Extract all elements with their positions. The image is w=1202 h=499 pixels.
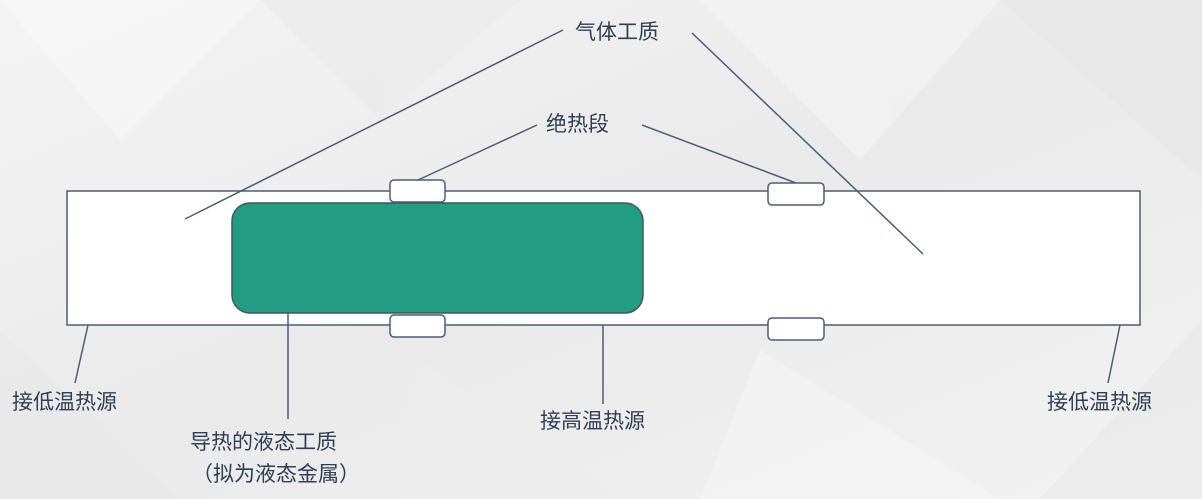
liquid-working-medium (231, 202, 644, 314)
leader-low-temp-left (74, 324, 89, 384)
leader-adiabatic-right (641, 124, 797, 184)
label-high-temp-source: 接高温热源 (540, 409, 645, 433)
leader-gas-right (691, 32, 924, 255)
leader-adiabatic-left (417, 124, 538, 181)
label-gas-working-medium: 气体工质 (575, 20, 659, 44)
label-liquid-medium-line1: 导热的液态工质 (190, 430, 337, 454)
label-adiabatic-section: 绝热段 (546, 112, 609, 136)
adiabatic-block-bottom-right (767, 317, 825, 341)
leader-low-temp-right (1107, 324, 1121, 384)
leader-gas-left (184, 29, 564, 220)
label-low-temp-source-right: 接低温热源 (1047, 390, 1152, 414)
adiabatic-block-bottom-left (389, 314, 446, 338)
adiabatic-block-top-right (767, 182, 825, 206)
label-liquid-medium-line2: （拟为液态金属） (192, 462, 360, 486)
adiabatic-block-top-left (389, 179, 446, 203)
label-low-temp-source-left: 接低温热源 (12, 390, 117, 414)
